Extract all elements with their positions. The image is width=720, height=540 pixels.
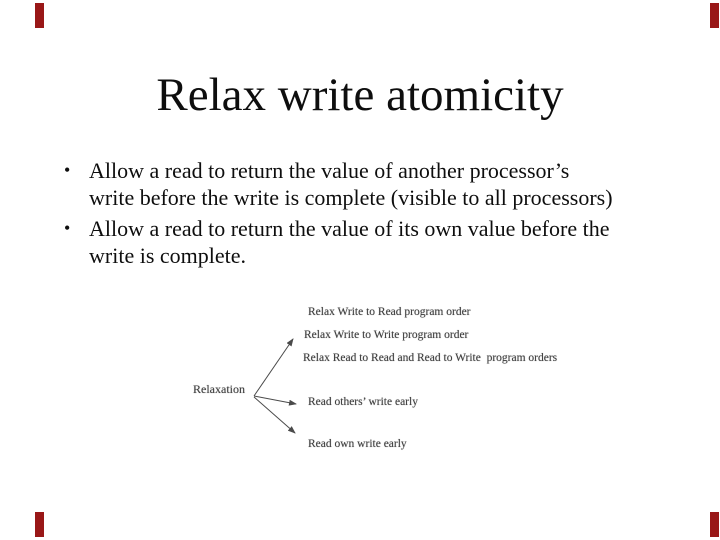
bullet-item-1: • Allow a read to return the value of an… <box>60 157 680 211</box>
corner-mark-bottom-left <box>35 512 44 537</box>
bullet-1-line-2: write before the write is complete (visi… <box>89 185 613 210</box>
diagram-branch-label-1: Relax Write to Read program order <box>308 306 471 318</box>
diagram-branch-label-3: Relax Read to Read and Read to Write pro… <box>303 352 558 364</box>
bullet-2-line-1: Allow a read to return the value of its … <box>89 216 610 241</box>
bullet-icon: • <box>64 160 71 180</box>
corner-mark-top-left <box>35 3 44 28</box>
corner-mark-bottom-right <box>710 512 719 537</box>
bullet-item-2: • Allow a read to return the value of it… <box>60 215 680 269</box>
diagram-branch-label-5: Read own write early <box>308 438 407 450</box>
bullet-1-line-1: Allow a read to return the value of anot… <box>89 158 570 183</box>
bullet-list: • Allow a read to return the value of an… <box>60 157 680 273</box>
corner-mark-top-right <box>710 3 719 28</box>
bullet-2-line-2: write is complete. <box>89 243 247 268</box>
bullet-icon: • <box>64 218 71 238</box>
diagram-branch-label-4: Read others’ write early <box>308 396 418 408</box>
slide-title: Relax write atomicity <box>156 69 564 121</box>
diagram-branch-label-2: Relax Write to Write program order <box>304 329 469 341</box>
diagram-root-label: Relaxation <box>193 382 245 396</box>
